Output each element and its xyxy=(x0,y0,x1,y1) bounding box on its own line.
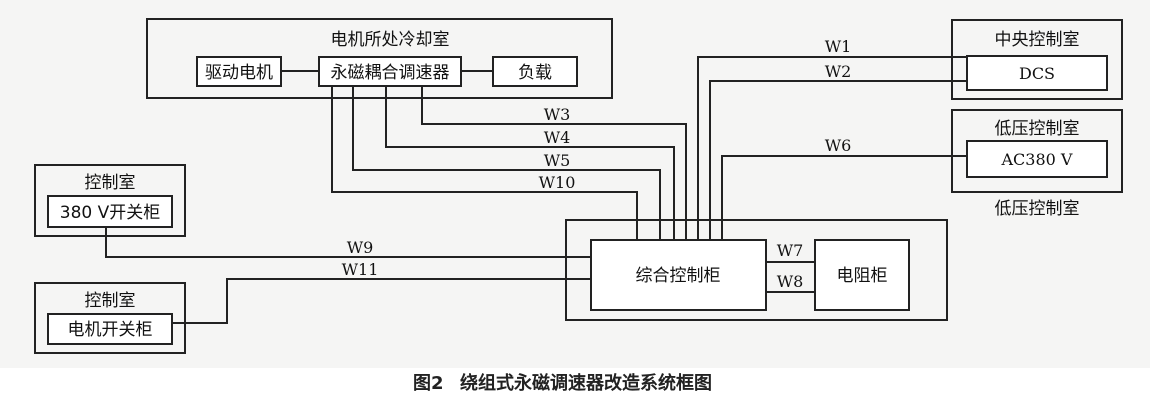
resistor-cabinet-label: 电阻柜 xyxy=(837,266,888,286)
wire-label-w6: W6 xyxy=(825,136,852,155)
central-control-room: 中央控制室 DCS xyxy=(951,19,1123,100)
cabinet-zone-border xyxy=(565,219,948,321)
integrated-control-cabinet-box xyxy=(590,239,767,311)
switchgear-380v-box xyxy=(47,195,173,228)
caption-figure-number: 图2 xyxy=(413,373,444,394)
drive-motor-box xyxy=(196,56,282,87)
wire-label-w4: W4 xyxy=(544,128,571,147)
motor-cooling-room: 电机所处冷却室 驱动电机 永磁耦合调速器 负载 xyxy=(146,18,613,99)
wire-label-w9: W9 xyxy=(347,238,374,257)
lv-room-caption: 低压控制室 xyxy=(995,199,1080,219)
wire-w9 xyxy=(105,227,591,258)
drive-motor-label: 驱动电机 xyxy=(205,63,273,83)
wire-label-w11: W11 xyxy=(342,260,379,279)
control-room-1-border xyxy=(34,164,186,237)
lv-room-title: 低压控制室 xyxy=(995,119,1080,139)
figure-caption: 图2 绕组式永磁调速器改造系统框图 xyxy=(413,372,712,394)
wire-label-w5: W5 xyxy=(544,151,571,170)
switchgear-380v-label: 380 V开关柜 xyxy=(60,203,160,223)
control-room-1-title: 控制室 xyxy=(85,173,136,193)
wire-label-w3: W3 xyxy=(544,105,571,124)
central-room-title: 中央控制室 xyxy=(995,30,1080,50)
dcs-box xyxy=(966,55,1108,91)
control-room-2-title: 控制室 xyxy=(85,291,136,311)
resistor-cabinet-box xyxy=(814,239,910,311)
wire-label-w7: W7 xyxy=(777,241,804,260)
wire-w10 xyxy=(331,86,638,240)
motor-switchgear-label: 电机开关柜 xyxy=(68,320,153,340)
cabinet-zone: 综合控制柜 电阻柜 xyxy=(565,219,948,321)
wire-w2 xyxy=(709,80,967,240)
load-box xyxy=(492,56,578,87)
wire-label-w2: W2 xyxy=(825,62,852,81)
wire-label-w10: W10 xyxy=(539,173,576,192)
coupler-label: 永磁耦合调速器 xyxy=(331,63,450,83)
motor-room-border xyxy=(146,18,613,99)
caption-text: 绕组式永磁调速器改造系统框图 xyxy=(460,372,712,394)
motor-switchgear-box xyxy=(47,313,173,345)
integrated-control-cabinet-label: 综合控制柜 xyxy=(636,266,721,286)
wiring xyxy=(105,56,967,324)
central-room-border xyxy=(951,19,1123,100)
control-room-380v: 控制室 380 V开关柜 xyxy=(34,164,186,237)
dcs-label: DCS xyxy=(1019,64,1055,83)
motor-room-title: 电机所处冷却室 xyxy=(331,30,450,50)
control-room-motor: 控制室 电机开关柜 xyxy=(34,282,186,354)
coupler-box xyxy=(318,56,462,87)
wire-w11 xyxy=(172,278,591,324)
control-room-2-border xyxy=(34,282,186,354)
wire-labels: W1 W2 W3 W4 W5 W6 W10 W9 W11 W7 W8 xyxy=(342,37,852,291)
low-voltage-control-room: 低压控制室 AC380 V 低压控制室 xyxy=(951,109,1123,219)
wire-w1 xyxy=(697,56,967,240)
lv-room-border xyxy=(951,109,1123,193)
ac380-box xyxy=(966,140,1108,178)
wire-w6 xyxy=(721,155,967,240)
wire-w5 xyxy=(352,86,661,240)
wire-label-w8: W8 xyxy=(777,272,804,291)
wire-label-w1: W1 xyxy=(825,37,852,56)
wire-w3 xyxy=(421,86,687,240)
ac380-label: AC380 V xyxy=(1001,150,1073,169)
load-label: 负载 xyxy=(518,63,552,83)
wire-w4 xyxy=(385,86,675,240)
